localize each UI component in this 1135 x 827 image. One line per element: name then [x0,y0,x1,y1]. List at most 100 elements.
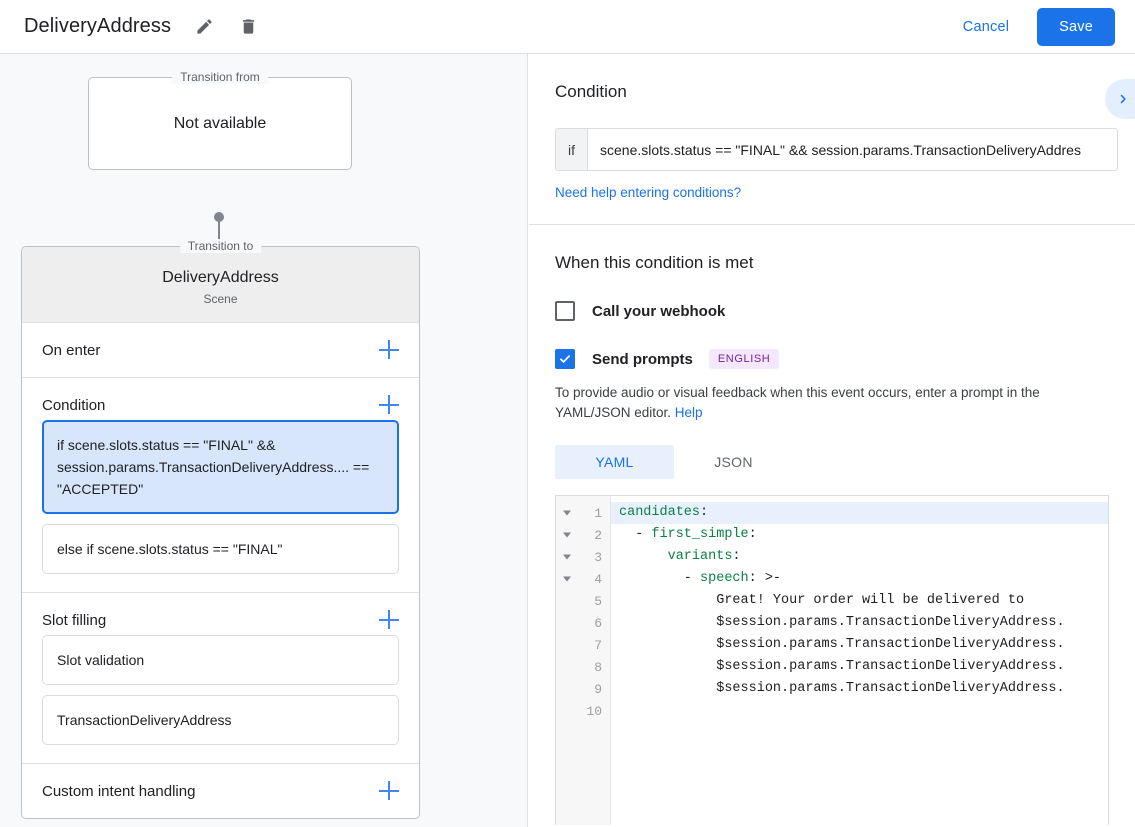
code-punct: : [748,527,757,542]
chevron-right-icon[interactable] [1105,79,1135,119]
add-icon-on-enter[interactable] [379,339,401,361]
line-number: 3 [594,549,602,565]
code-line-8[interactable]: $session.params.TransactionDeliveryAddre… [611,656,1108,678]
gutter-line-5: 5 [556,590,610,612]
editor-format-tabs: YAML JSON [555,445,1109,479]
code-line-2[interactable]: - first_simple: [611,524,1108,546]
code-indent: - [619,527,652,542]
add-icon-condition[interactable] [379,394,401,416]
webhook-row[interactable]: Call your webhook [555,301,1109,321]
condition-help-link[interactable]: Need help entering conditions? [555,185,742,200]
save-button[interactable]: Save [1037,7,1115,46]
gutter-line-3: 3 [556,546,610,568]
section-title-custom-intent-handling: Custom intent handling [42,782,196,800]
gutter-line-1: 1 [556,502,610,524]
fold-toggle-icon[interactable] [563,532,571,538]
list-item[interactable]: Slot validation [42,635,399,685]
section-header-condition[interactable]: Condition [22,378,419,420]
section-title-on-enter: On enter [42,341,101,359]
code-line-4[interactable]: - speech: >- [611,568,1108,590]
code-line-6[interactable]: $session.params.TransactionDeliveryAddre… [611,612,1108,634]
cancel-button[interactable]: Cancel [953,11,1019,43]
scene-graph-panel: Transition from Not available Transition… [0,54,528,827]
trash-icon[interactable] [237,16,259,38]
fold-toggle-icon[interactable] [563,554,571,560]
section-header-on-enter[interactable]: On enter [22,323,419,377]
list-item[interactable]: else if scene.slots.status == "FINAL" [42,524,399,574]
code-key: candidates [619,505,701,520]
code-line-1[interactable]: candidates: [611,502,1108,524]
when-condition-met-block: When this condition is met Call your web… [529,225,1135,825]
scene-section-condition: Condition if scene.slots.status == "FINAL… [22,378,419,593]
code-text: Great! Your order will be delivered to [619,593,1025,608]
condition-heading: Condition [555,82,627,101]
fold-toggle-icon[interactable] [563,576,571,582]
line-number: 6 [594,615,602,631]
code-line-5[interactable]: Great! Your order will be delivered to [611,590,1108,612]
pencil-icon[interactable] [193,16,215,38]
transition-to-card: Transition to DeliveryAddress Scene On e… [21,239,420,819]
scene-card-header[interactable]: Transition to DeliveryAddress Scene [22,239,419,323]
when-met-heading: When this condition is met [555,253,754,272]
line-number: 4 [594,571,602,587]
line-number: 9 [594,681,602,697]
code-key: variants [667,549,733,564]
prompt-hint-text: To provide audio or visual feedback when… [555,383,1109,423]
transition-from-legend: Transition from [172,70,268,84]
code-punct: : >- [748,571,782,586]
scene-type-label: Scene [203,292,238,306]
code-text: $session.params.TransactionDeliveryAddre… [619,637,1065,652]
gutter-line-8: 8 [556,656,610,678]
condition-block: Condition if Need help entering conditio… [529,54,1135,225]
code-line-9[interactable]: $session.params.TransactionDeliveryAddre… [611,678,1108,700]
code-text: $session.params.TransactionDeliveryAddre… [619,681,1065,696]
prompt-help-link[interactable]: Help [674,405,703,420]
add-icon-custom-intent-handling[interactable] [379,780,401,802]
prompt-hint-prefix: To provide audio or visual feedback when… [555,385,1040,420]
gutter-line-10: 10 [556,700,610,722]
transition-from-value: Not available [173,114,267,132]
editor-code-area[interactable]: candidates: - first_simple: variants: - … [611,496,1108,825]
tab-yaml[interactable]: YAML [555,445,674,479]
code-line-10[interactable] [611,700,1108,722]
code-line-3[interactable]: variants: [611,546,1108,568]
send-prompts-row[interactable]: Send prompts ENGLISH [555,349,1109,369]
gutter-line-6: 6 [556,612,610,634]
section-header-slot-filling[interactable]: Slot filling [22,593,419,635]
top-app-bar: DeliveryAddress Cancel Save [0,0,1135,54]
list-item[interactable]: if scene.slots.status == "FINAL" && sess… [42,420,399,514]
scene-section-on-enter: On enter [22,323,419,378]
transition-from-card[interactable]: Transition from Not available [88,70,352,170]
section-title-slot-filling: Slot filling [42,611,107,629]
webhook-label: Call your webhook [592,302,726,320]
code-text: $session.params.TransactionDeliveryAddre… [619,659,1065,674]
detail-panel: Condition if Need help entering conditio… [529,54,1135,827]
send-prompts-checkbox[interactable] [555,349,575,369]
line-number: 10 [586,703,602,719]
section-header-custom-intent-handling[interactable]: Custom intent handling [22,764,419,818]
section-title-condition: Condition [42,396,106,414]
line-number: 5 [594,593,602,609]
list-item[interactable]: TransactionDeliveryAddress [42,695,399,745]
code-punct: : [732,549,741,564]
code-text: $session.params.TransactionDeliveryAddre… [619,615,1065,630]
fold-toggle-icon[interactable] [563,510,571,516]
webhook-checkbox[interactable] [555,301,575,321]
line-number: 2 [594,527,602,543]
code-key: speech [700,571,749,586]
tab-json[interactable]: JSON [714,454,753,470]
code-line-7[interactable]: $session.params.TransactionDeliveryAddre… [611,634,1108,656]
code-indent [619,549,668,564]
gutter-line-2: 2 [556,524,610,546]
condition-input-row[interactable]: if [555,128,1118,171]
transition-to-legend: Transition to [179,239,262,253]
gutter-line-4: 4 [556,568,610,590]
line-number: 1 [594,505,602,521]
condition-input[interactable] [588,129,1117,170]
add-icon-slot-filling[interactable] [379,609,401,631]
code-key: first_simple [651,527,749,542]
scene-section-custom-intent-handling: Custom intent handling [22,764,419,818]
